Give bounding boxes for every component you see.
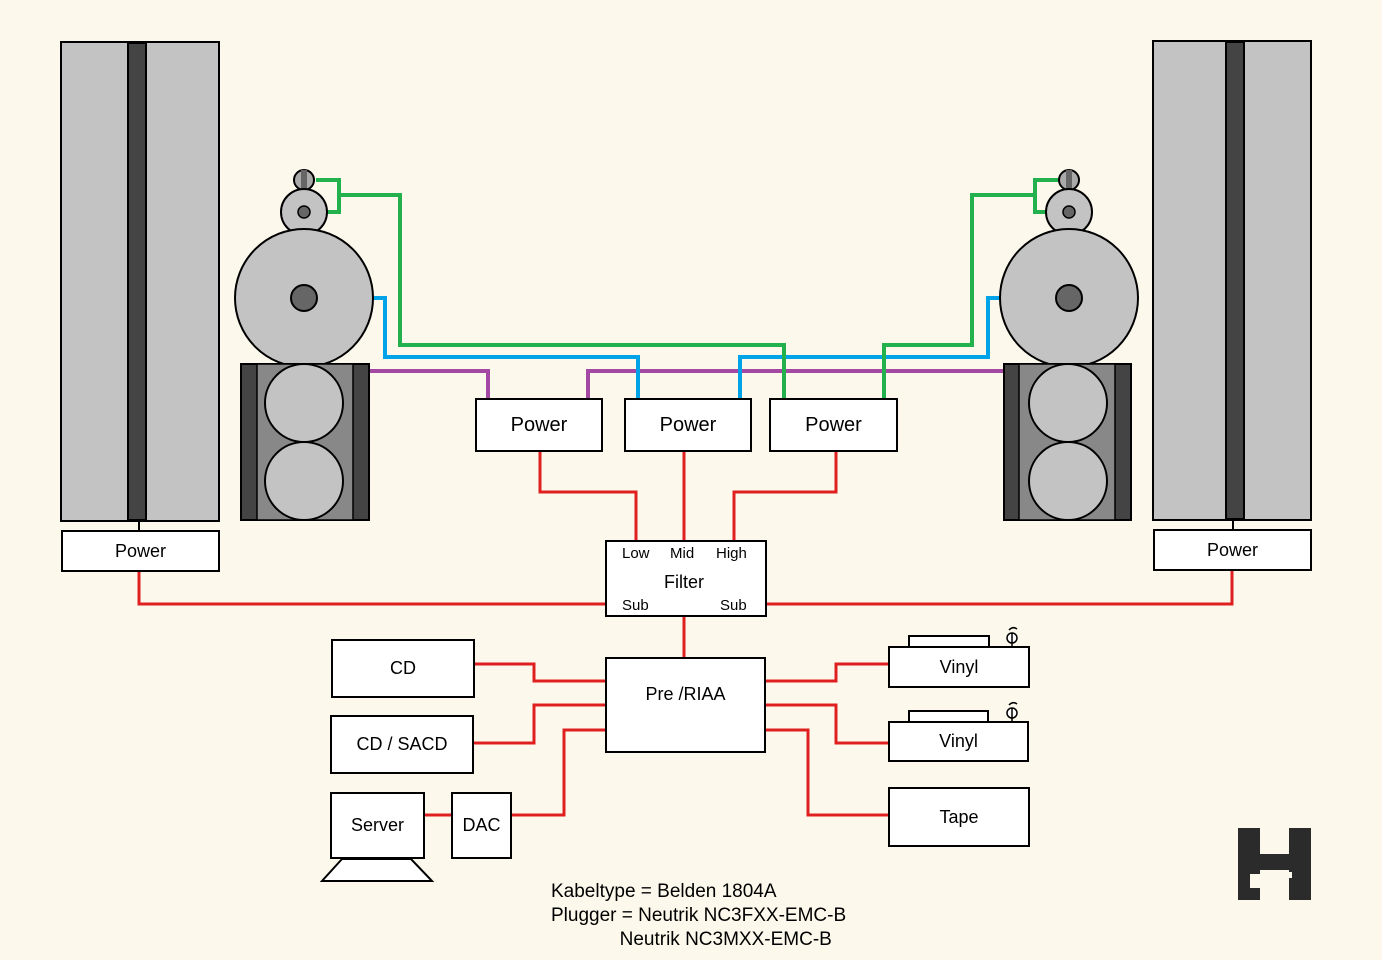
source-vinyl-1: Vinyl	[888, 646, 1030, 688]
woofer-wires	[370, 369, 1004, 399]
source-cd-sacd-label: CD / SACD	[356, 734, 448, 754]
right-woofer-cabinet-icon	[1003, 363, 1132, 521]
midrange-wires	[374, 296, 1000, 399]
server-monitor-stand-icon	[319, 858, 435, 882]
notes-connector-2: Neutrik NC3MXX-EMC-B	[551, 929, 832, 950]
left-three-way-speaker	[234, 169, 374, 521]
filter-crossover: Low Mid High Filter Sub Sub	[605, 540, 767, 617]
right-three-way-speaker	[999, 169, 1139, 521]
left-woofer-cabinet-icon	[240, 363, 370, 521]
source-dac: DAC	[451, 792, 512, 859]
right-supertweeter-icon	[1058, 169, 1080, 191]
power-amp-left-sub-label: Power	[114, 540, 167, 561]
source-vinyl-2-label: Vinyl	[939, 731, 978, 751]
tweeter-wires	[316, 178, 1058, 399]
filter-sub-right-label: Sub	[720, 597, 747, 614]
notes-cable-type: Kabeltype = Belden 1804A	[551, 881, 777, 902]
source-cd-label: CD	[390, 658, 416, 678]
signal-wires	[137, 452, 1234, 817]
source-cd: CD	[331, 639, 475, 698]
hs-monogram-icon	[1238, 828, 1311, 900]
cable-notes: Kabeltype = Belden 1804A Plugger = Neutr…	[551, 880, 846, 952]
filter-high-label: High	[716, 545, 747, 562]
turntable-2-icon	[908, 701, 1018, 723]
power-amp-left-sub: Power	[61, 530, 220, 572]
right-midrange-icon	[999, 228, 1139, 368]
right-tweeter-icon	[1045, 188, 1093, 236]
power-amp-mid: Power	[624, 398, 752, 452]
preamp-label: Pre /RIAA	[645, 684, 726, 704]
power-amp-high-label: Power	[805, 413, 862, 436]
left-supertweeter-icon	[293, 169, 315, 191]
source-server: Server	[330, 792, 425, 859]
power-amp-right-sub-label: Power	[1206, 539, 1259, 560]
source-server-label: Server	[350, 815, 404, 835]
source-vinyl-2: Vinyl	[888, 721, 1029, 762]
source-dac-label: DAC	[462, 815, 501, 835]
left-panel-speaker	[60, 41, 220, 531]
turntable-1-icon	[908, 626, 1018, 648]
filter-low-label: Low	[622, 545, 650, 562]
source-tape-label: Tape	[939, 806, 979, 827]
power-amp-low: Power	[475, 398, 603, 452]
source-tape: Tape	[888, 787, 1030, 847]
notes-connector-1: Plugger = Neutrik NC3FXX-EMC-B	[551, 905, 847, 926]
right-panel-speaker	[1152, 40, 1312, 530]
filter-title: Filter	[664, 572, 704, 592]
source-cd-sacd: CD / SACD	[330, 715, 474, 774]
power-amp-right-sub: Power	[1153, 529, 1312, 571]
source-vinyl-1-label: Vinyl	[939, 656, 979, 677]
preamp-riaa: Pre /RIAA	[605, 657, 766, 753]
filter-mid-label: Mid	[670, 545, 695, 562]
filter-sub-left-label: Sub	[622, 597, 649, 614]
power-amp-mid-label: Power	[659, 413, 717, 436]
power-amp-high: Power	[769, 398, 898, 452]
left-midrange-icon	[234, 228, 374, 368]
power-amp-low-label: Power	[510, 413, 568, 436]
